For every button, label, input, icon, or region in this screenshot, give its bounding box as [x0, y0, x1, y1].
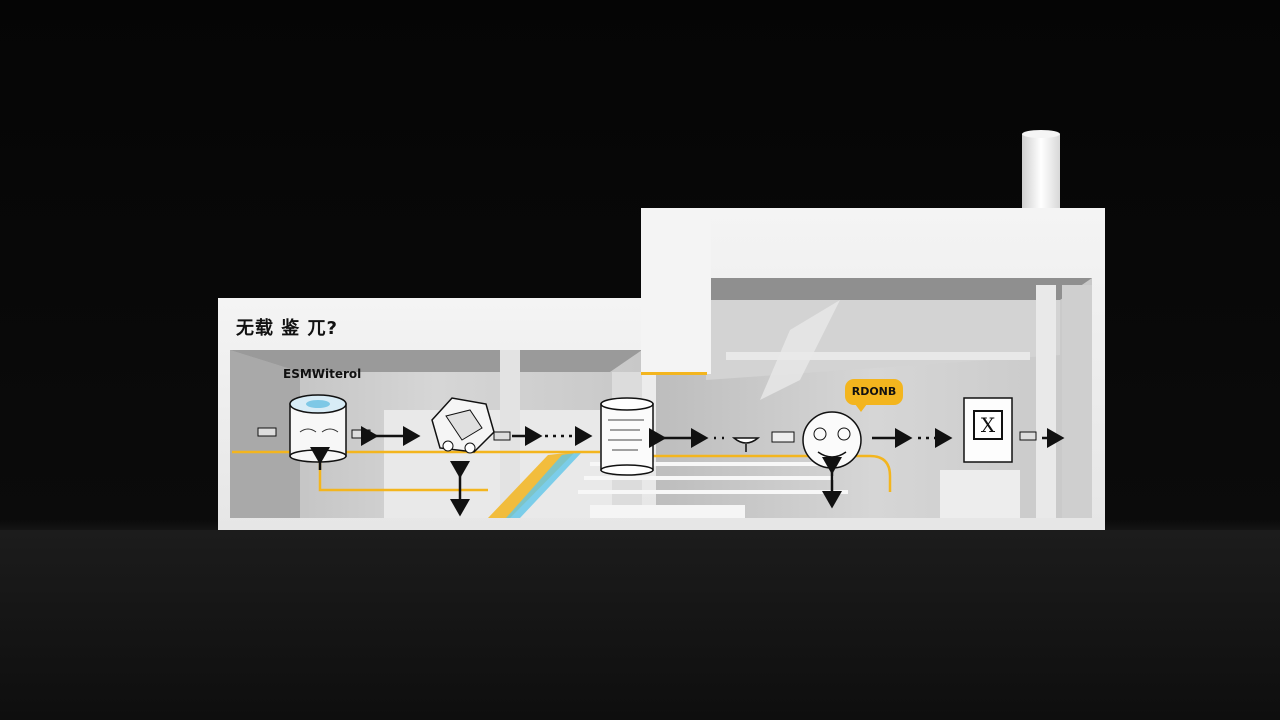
status-bubble: RDONB [845, 379, 903, 412]
chimney-icon [1022, 130, 1060, 210]
floor [0, 530, 1280, 720]
flow-arrows [310, 426, 1065, 517]
dish-icon [731, 431, 795, 452]
document-symbol: X [973, 410, 1003, 440]
document-cylinder-icon [600, 397, 654, 476]
face-node-icon [802, 411, 862, 469]
diagram-subtitle: ESMWiterol [283, 367, 362, 381]
diagram-title: 无载 鉴 兀? [236, 318, 338, 339]
reactor-tank-icon [289, 394, 347, 463]
robot-machine-icon [431, 397, 495, 454]
floor-stripes [488, 452, 848, 518]
